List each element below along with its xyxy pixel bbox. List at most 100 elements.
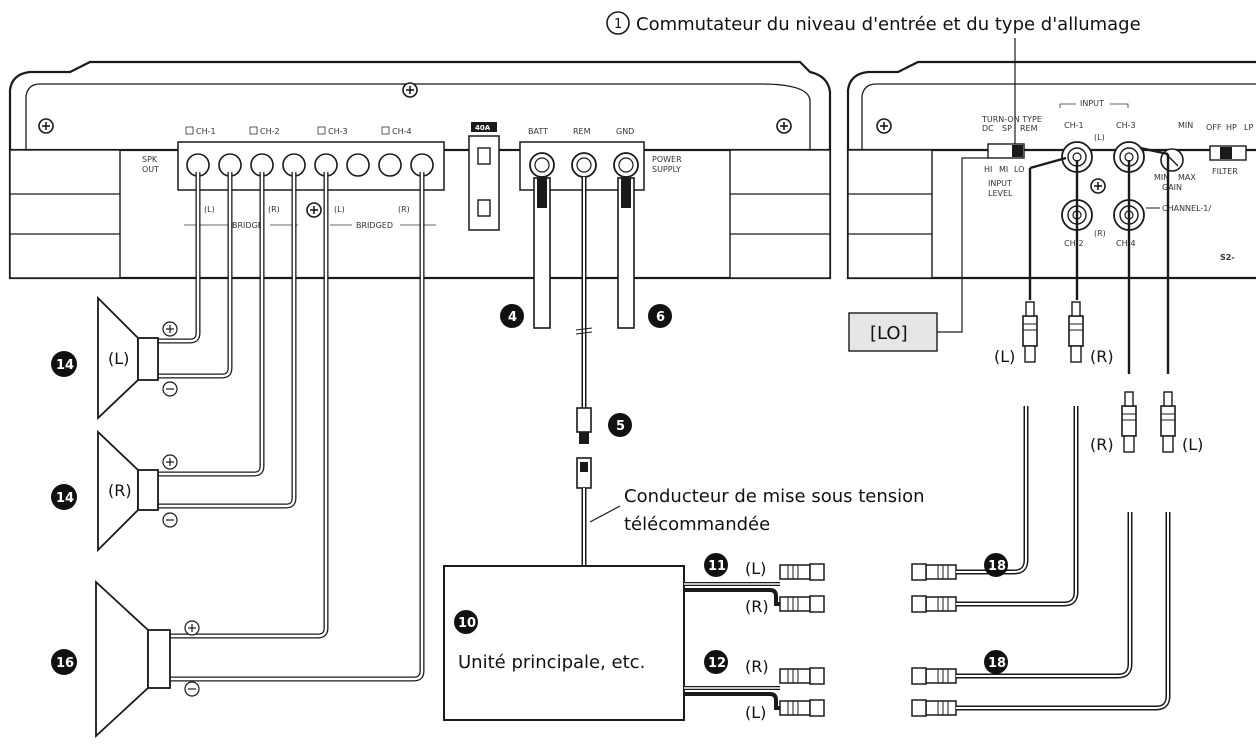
screw-icon: [402, 82, 418, 98]
rca-bottom-r: (R): [745, 657, 769, 676]
bridged-r: (R): [398, 205, 410, 214]
screw-icon: [1090, 178, 1106, 194]
label-gnd: GND: [616, 127, 634, 136]
screw-icon: [776, 118, 792, 134]
rca-plug-icon: [779, 563, 825, 581]
label-turn-on-type: TURN-ON TYPE: [981, 115, 1042, 124]
label-sp: SP: [1002, 124, 1012, 133]
amplifier-right: TURN-ON TYPE DC SP REM HI MI LO INPUT LE…: [846, 60, 1256, 280]
model-number: S2-: [1220, 253, 1235, 262]
head-unit: [443, 565, 685, 721]
fuse-icon: [477, 147, 491, 165]
badge-14-left: 14: [56, 358, 74, 373]
label-rca-r: (R): [1094, 229, 1106, 238]
screw-icon: [38, 118, 54, 134]
rca-top-l: (L): [745, 559, 766, 578]
label-out: OUT: [142, 165, 159, 174]
rem-terminal: [571, 152, 597, 178]
label-ch1: CH-1: [196, 127, 216, 136]
bridged-l: (L): [334, 205, 345, 214]
rca-plug-icon: [779, 699, 825, 717]
badge-5: 5: [616, 419, 625, 434]
gnd-terminal: [613, 152, 639, 178]
label-power: POWER: [652, 155, 682, 164]
badge-6: 6: [656, 310, 665, 325]
plug-label-r: (R): [1090, 347, 1114, 366]
lo-setting: [LO]: [870, 323, 908, 344]
power-leads: [533, 177, 635, 566]
plug-label-l2: (L): [1182, 435, 1203, 454]
plug-label-l: (L): [994, 347, 1015, 366]
label-rca-ch1: CH-1: [1064, 121, 1084, 130]
badge-12: 12: [708, 656, 726, 671]
label-hi: HI: [984, 165, 992, 174]
label-filter: FILTER: [1212, 167, 1238, 176]
label-rca-l: (L): [1094, 133, 1105, 142]
label-gain-min: MIN: [1154, 173, 1169, 182]
rca-plug-icon: [1160, 391, 1176, 453]
rca-plug-icon: [1022, 301, 1038, 363]
bridge-left-r: (R): [268, 205, 280, 214]
label-gain: GAIN: [1162, 183, 1182, 192]
fuse-rating: 40A: [475, 124, 491, 132]
label-gain-min-top: MIN: [1178, 121, 1193, 130]
label-filter-off: OFF: [1206, 123, 1222, 132]
rca-top-r: (R): [745, 597, 769, 616]
label-rem: REM: [573, 127, 591, 136]
speaker-front-left: (L): [97, 295, 178, 421]
rca-plug-icon: [1121, 391, 1137, 453]
head-unit-caption: Unité principale, etc.: [458, 652, 645, 673]
batt-terminal: [529, 152, 555, 178]
label-mi: MI: [999, 165, 1008, 174]
callout-input-switch: 1 Commutateur du niveau d'entrée et du t…: [606, 11, 1141, 144]
label-channel-side: CHANNEL-1/: [1162, 204, 1211, 213]
remote-lead-caption-2: télécommandée: [624, 514, 770, 535]
label-ch2: CH-2: [260, 127, 280, 136]
badge-11: 11: [708, 559, 726, 574]
rca-plug-icon: [779, 667, 825, 685]
label-bridge: BRIDGE: [232, 221, 263, 230]
label-batt: BATT: [528, 127, 548, 136]
label-dc: DC: [982, 124, 994, 133]
screw-icon: [876, 118, 892, 134]
rca-plug-icon: [1068, 301, 1084, 363]
badge-16: 16: [56, 656, 74, 671]
plug-label-r2: (R): [1090, 435, 1114, 454]
label-ch4: CH-4: [392, 127, 412, 136]
badge-4: 4: [508, 310, 517, 325]
label-input: INPUT: [988, 179, 1012, 188]
label-rca-ch3: CH-3: [1116, 121, 1136, 130]
label-ch3: CH-3: [328, 127, 348, 136]
connector-icon: [576, 407, 592, 433]
label-lo-small: LO: [1014, 165, 1024, 174]
badge-14-right: 14: [56, 491, 74, 506]
label-spk: SPK: [142, 155, 158, 164]
badge-18-bottom: 18: [988, 656, 1006, 671]
badge-18-top: 18: [988, 559, 1006, 574]
label-input-group: INPUT: [1080, 99, 1104, 108]
label-filter-lp: LP: [1244, 123, 1253, 132]
label-rca-ch2: CH-2: [1064, 239, 1084, 248]
speaker-bridged: [95, 579, 200, 739]
speaker-fr-label: (R): [108, 481, 132, 500]
fuse-rating-badge: [471, 122, 497, 132]
label-bridged: BRIDGED: [356, 221, 393, 230]
badge-10: 10: [458, 616, 476, 631]
speaker-fl-label: (L): [108, 349, 129, 368]
number-badges: 4 6 5 10 11 12 14 14 16 18 18: [51, 304, 1008, 675]
callout-number-1: 1: [614, 17, 622, 32]
input-switch-caption: Commutateur du niveau d'entrée et du typ…: [636, 14, 1141, 35]
label-rem-r: REM: [1020, 124, 1038, 133]
label-filter-hp: HP: [1226, 123, 1237, 132]
speaker-terminals: [186, 153, 434, 177]
label-level: LEVEL: [988, 189, 1013, 198]
bridge-left-l: (L): [204, 205, 215, 214]
screw-icon: [306, 202, 322, 218]
remote-lead-caption-1: Conducteur de mise sous tension: [624, 486, 925, 507]
fuse-icon: [477, 199, 491, 217]
label-gain-max: MAX: [1178, 173, 1196, 182]
rca-plug-icon: [779, 595, 825, 613]
speaker-front-right: (R): [97, 429, 178, 553]
